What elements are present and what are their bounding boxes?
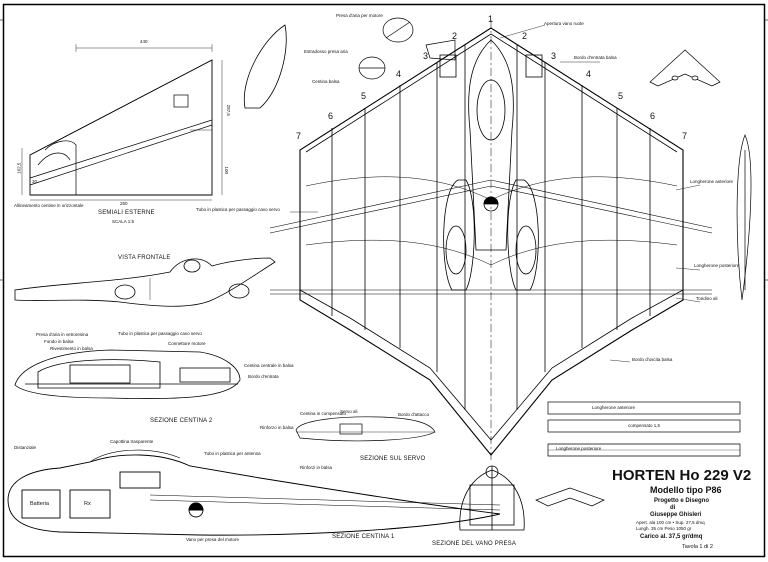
title-main: HORTEN Ho 229 V2 [612,467,752,484]
callout-connettore: Connettore motore [168,341,206,346]
station-6-right: 6 [650,111,656,121]
station-5-left: 5 [361,91,367,101]
wingtip-airfoil-sketch [243,24,287,109]
station-3-left: 3 [423,51,429,61]
callout-longherone-posteriore: Longherone posteriore [694,263,740,268]
callout-capottina: Capottina trasparente [110,439,154,444]
station-3-right: 3 [551,51,557,61]
station-4-left: 4 [396,69,402,79]
callout-distanziale: Distanziale [14,445,37,450]
intake-sections [358,17,456,80]
station-7-right: 7 [682,131,688,141]
callout-bordo-entrata-2: Bordo d'entrata [248,374,279,379]
caption-vista-frontale: VISTA FRONTALE [118,255,171,261]
title-author: Giuseppe Ghisleri [650,512,702,518]
station-6-left: 6 [328,111,334,121]
callout-bordo-entrata: Bordo d'entrata balsa [574,55,617,60]
drawing-frame [2,3,766,558]
callout-longherone-anteriore: Longherone anteriore [690,179,734,184]
caption-semiali-scale: SCALA 1:5 [112,219,135,224]
title-subtitle: Modello tipo P86 [650,485,722,495]
callout-rivestimento: Rivestimento in balsa [50,346,93,351]
label-rx: Rx [84,501,91,507]
label-long-anteriore: Longherone anteriore [592,405,636,410]
dim-bottom: 250 [120,201,128,206]
callout-apertura-ruote: Apertura vano ruote [544,21,584,26]
callout-tondino: Tondino ali [696,296,718,301]
caption-sezione-centina-2: SEZIONE CENTINA 2 [150,418,213,424]
outer-wing-panel-view [21,44,223,201]
dim-angle-note: Allineamento centine in orizzontale [14,203,84,208]
caption-sezione-servo: SEZIONE SUL SERVO [360,456,426,462]
callout-estradosso: Estradosso presa aria [304,49,348,54]
intake-bay-section [459,465,525,531]
callout-tubo-plastica-2: Tubo in plastica per passaggio cavo serv… [118,331,202,336]
dim-top: 440 [140,39,148,44]
station-4-right: 4 [586,69,592,79]
front-view [14,257,276,307]
dim-right-b: 100 [224,166,230,175]
callout-presa-aria-2: Presa d'aria in vetroresina [36,332,89,337]
small-silhouettes [535,49,752,507]
spar-templates [547,401,741,457]
callout-centina-comp: Centina in compensato [300,411,347,416]
station-7-left: 7 [296,131,302,141]
dim-right-a: 287,5 [225,104,231,116]
callout-centina-balsa: Centina centrale in balsa [244,363,294,368]
callout-tubo-plastica: Tubo in plastica per passaggio cavo serv… [196,207,280,212]
rib-2-section [14,349,241,400]
spec-line-3: Carico al. 37,5 gr/dmq [640,534,703,540]
callout-ventola: Vano per presa del motore [186,537,239,542]
callout-bordo-uscita: Bordo d'uscita balsa [632,357,673,362]
label-compensato: compensato 1,5 [628,423,661,428]
spec-line-2: Lungh. 35 cm Peso 1050 gr [636,526,692,531]
callout-fondo-balsa: Fondo in balsa [44,339,74,344]
wing-planform [269,20,713,460]
dim-left: 162,5 [16,162,22,174]
servo-section [295,416,436,442]
callout-servo: Servo ali [340,409,358,414]
station-2-right: 2 [522,31,528,41]
caption-sezione-vano: SEZIONE DEL VANO PRESA [432,541,517,547]
station-2-left: 2 [452,31,458,41]
callout-presa-aria: Presa d'aria per motore [336,13,383,18]
rib-1-section [7,449,501,536]
station-5-right: 5 [618,91,624,101]
label-batteria: Batteria [30,501,49,507]
callout-rinforzo: Rinforzo in balsa [260,425,294,430]
caption-semiali: SEMIALI ESTERNE [98,210,155,216]
sheet-number: Tavola 1 di 2 [682,544,713,550]
callout-tubo-antenna: Tubo in plastica per antenna [204,451,261,456]
station-1: 1 [488,14,494,24]
dim-root: 30 [32,179,38,184]
callout-centina: Centina balsa [312,79,340,84]
caption-sezione-centina-1: SEZIONE CENTINA 1 [332,534,395,540]
spec-line-1: Apert. ala 100 cm • Sup. 27,5 dmq [636,520,705,525]
callout-bordo-attacco: Bordo d'attacco [398,412,430,417]
title-di: di [670,505,676,511]
label-long-posteriore: Longherone posteriore [556,446,602,451]
callout-rinforzi: Rinforzi in balsa [300,465,333,470]
title-project: Progetto e Disegno [654,498,710,504]
